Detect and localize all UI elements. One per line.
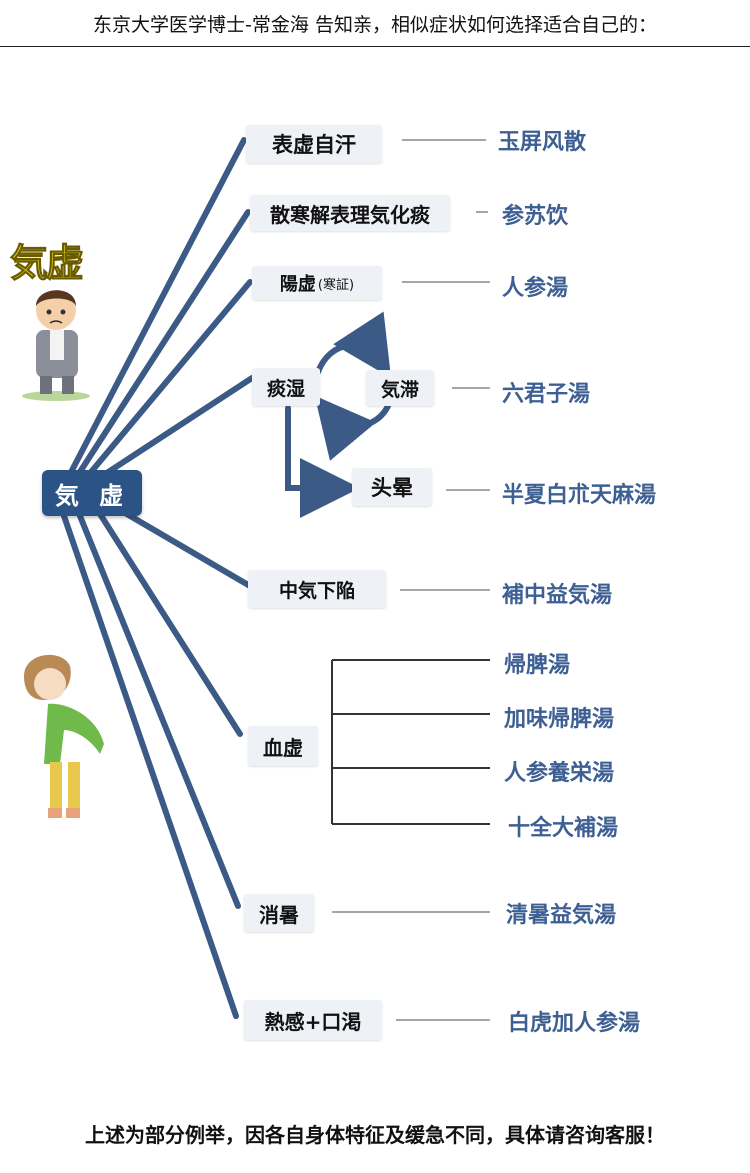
sub-formula-4: 半夏白朮天麻湯	[502, 483, 657, 508]
formula-2: 参苏饮	[502, 204, 569, 229]
elbow-arrow	[285, 405, 360, 518]
page-footer-note: 上述为部分例举，因各自身体特征及缓急不同，具体请咨询客服！	[85, 1122, 665, 1147]
qixu-title-graphic: 気虚	[9, 240, 84, 286]
symptom-box-8: 熱感+口渇	[244, 1000, 382, 1040]
symptom-box-4: 痰湿	[252, 368, 320, 406]
formula-5: 補中益気湯	[502, 583, 613, 608]
formula-6c: 人参養栄湯	[504, 761, 615, 786]
formula-6d: 十全大補湯	[508, 816, 619, 841]
formula-1: 玉屏风散	[498, 130, 587, 155]
branch-line-8	[61, 513, 239, 1019]
symptom-box-5: 中気下陥	[248, 570, 386, 608]
formula-4: 六君子湯	[502, 382, 591, 407]
root-node-qixu: 気 虚	[42, 470, 142, 516]
cycle-arrow-top	[315, 311, 392, 379]
symptom-box-2: 散寒解表理気化痰	[250, 195, 450, 231]
branch-line-6	[97, 511, 243, 737]
cycle-arrow-bottom	[314, 395, 391, 461]
branch-line-7	[77, 513, 241, 909]
formula-6b: 加味帰脾湯	[504, 707, 615, 732]
formula-6a: 帰脾湯	[504, 653, 571, 678]
symptom-box-6: 血虚	[248, 726, 318, 766]
tired-woman-illustration	[24, 654, 104, 818]
branch-line-1	[65, 137, 247, 481]
branch-line-2	[73, 209, 251, 481]
formula-7: 清暑益気湯	[506, 903, 617, 928]
page-header: 东京大学医学博士-常金海 告知亲，相似症状如何选择适合自己的：	[0, 0, 750, 47]
symptom-box-7: 消暑	[244, 894, 314, 932]
symptom-box-3: 陽虚 (寒証)	[252, 266, 382, 300]
sub-symptom-box-4: 头晕	[352, 468, 432, 506]
symptom-box-1: 表虚自汗	[246, 125, 382, 163]
formula-3: 人参湯	[502, 276, 569, 301]
tired-man-illustration	[22, 290, 90, 401]
branch-line-3	[83, 279, 253, 481]
branch-line-5	[117, 507, 253, 589]
branch-line-4	[93, 375, 255, 483]
formula-8: 白虎加人参湯	[508, 1011, 641, 1036]
symptom-3-note: (寒証)	[317, 277, 355, 293]
symptom-3-label: 陽虚	[279, 274, 316, 295]
cycle-box-qizhi: 気滞	[366, 370, 434, 406]
